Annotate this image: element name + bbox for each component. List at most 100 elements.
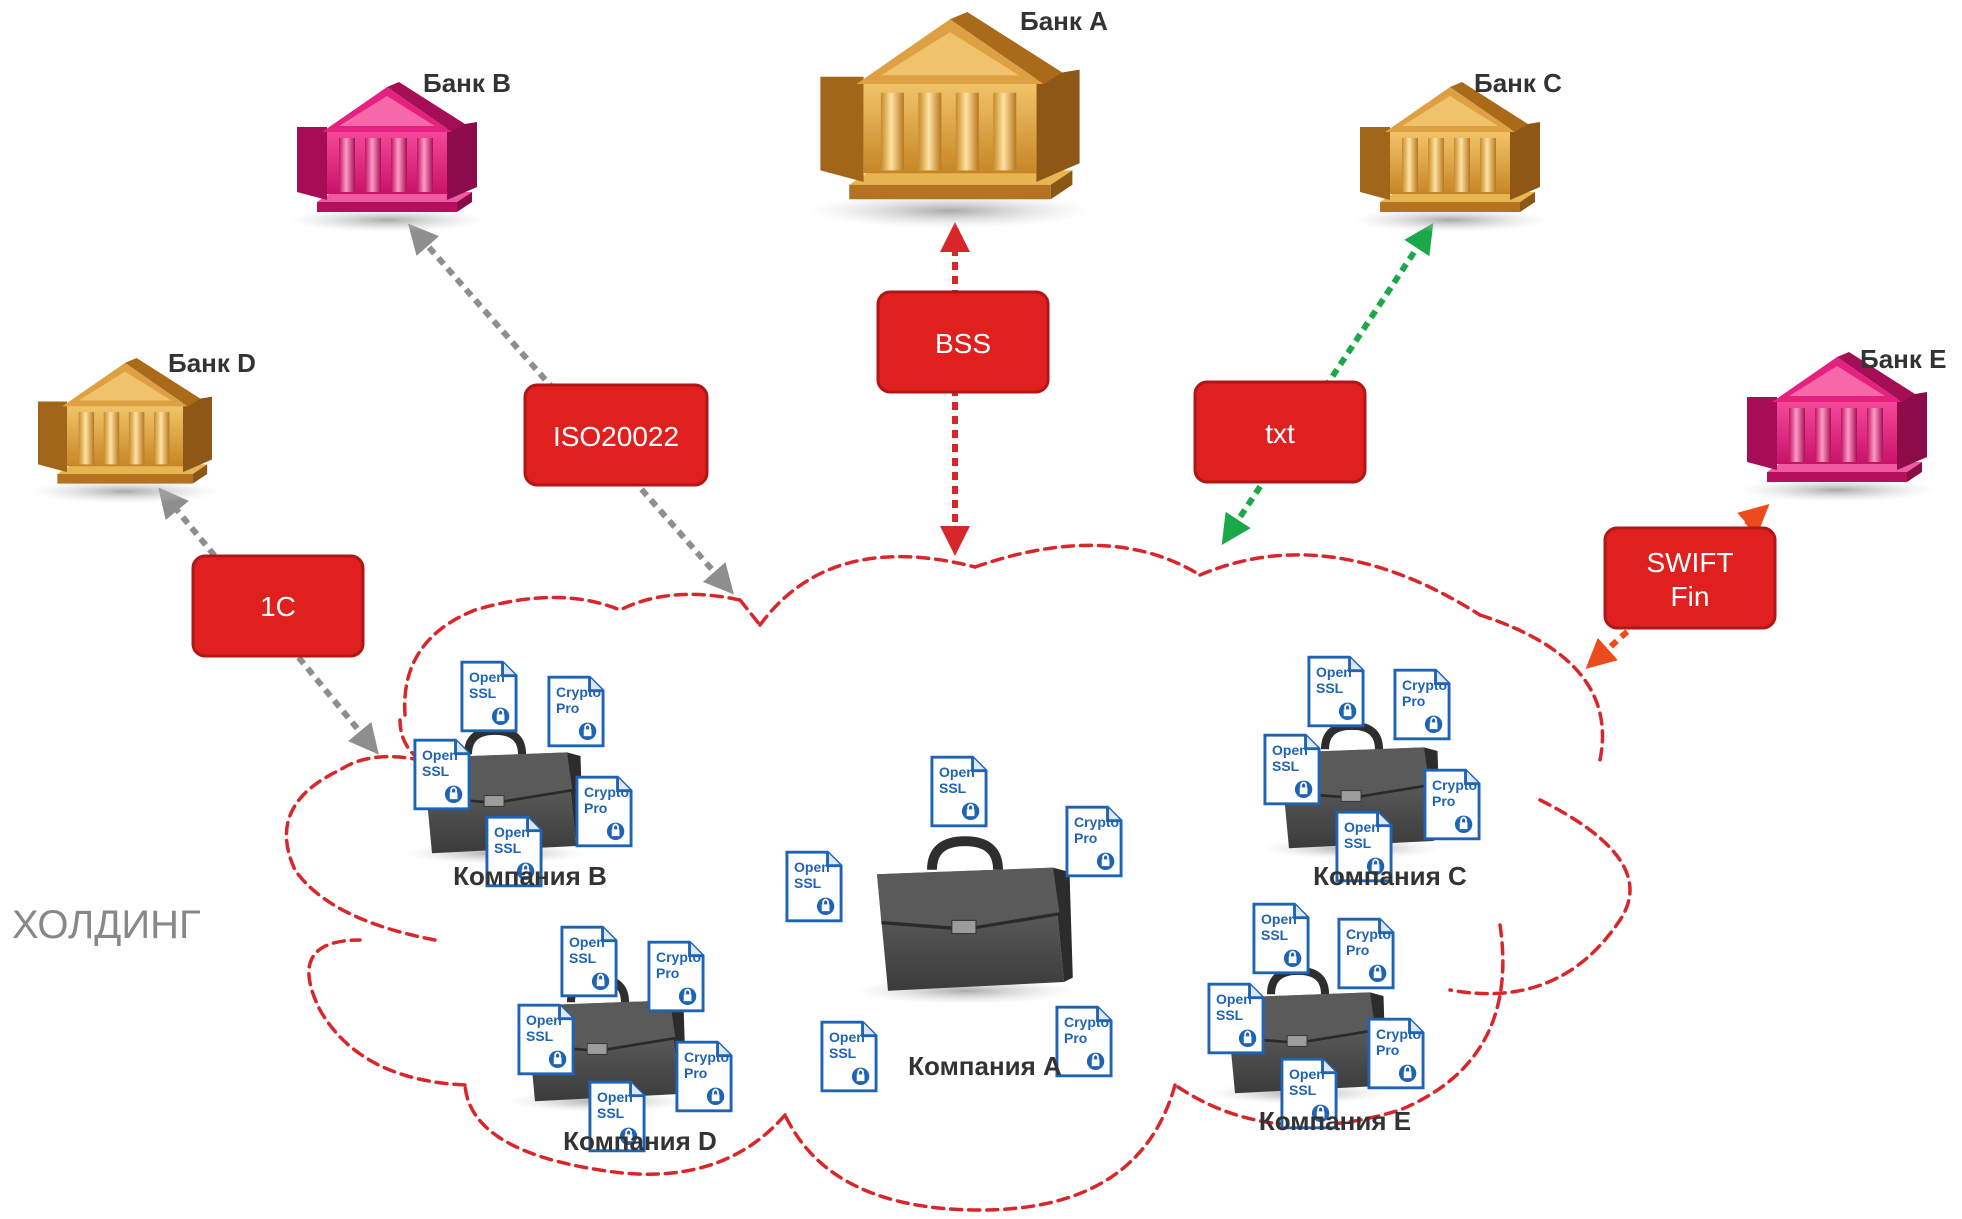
certificate-label: SSL: [526, 1028, 554, 1044]
certificate-label: Pro: [656, 965, 679, 981]
certificate-label: Open: [1272, 742, 1308, 758]
company-label: Компания C: [1313, 861, 1467, 891]
certificate-label: SSL: [829, 1045, 857, 1061]
company-label: Компания A: [908, 1051, 1062, 1081]
protocol-label: 1C: [260, 591, 296, 622]
certificate-label: Open: [469, 669, 505, 685]
bank-a: Банк A: [808, 6, 1108, 228]
certificate-label: SSL: [1316, 680, 1344, 696]
certificate-label: Open: [526, 1012, 562, 1028]
certificate-label: Crypto: [584, 784, 629, 800]
certificate-label: Pro: [1402, 693, 1425, 709]
bank-b: Банк B: [289, 68, 511, 232]
protocol-label: BSS: [935, 328, 991, 359]
certificate-label: SSL: [469, 685, 497, 701]
bank-label: Банк C: [1474, 68, 1562, 98]
certificate-label: SSL: [939, 780, 967, 796]
certificate-label: Open: [829, 1029, 865, 1045]
certificate-label: Pro: [1432, 793, 1455, 809]
certificate-label: SSL: [1261, 927, 1289, 943]
certificate-label: Open: [1261, 911, 1297, 927]
certificate-label: Pro: [584, 800, 607, 816]
protocol-1c: 1C: [191, 554, 365, 658]
certificate-label: Pro: [1376, 1042, 1399, 1058]
bank-e: Банк E: [1739, 344, 1946, 502]
certificate-label: Open: [494, 824, 530, 840]
protocol-swift-fin: SWIFT Fin: [1603, 526, 1777, 630]
protocol-label: ISO20022: [553, 421, 679, 452]
certificate-label: Open: [569, 934, 605, 950]
certificate-label: Open: [1216, 991, 1252, 1007]
protocol-txt: txt: [1193, 380, 1367, 484]
certificate-label: Open: [1344, 819, 1380, 835]
protocol-label: txt: [1265, 418, 1295, 449]
certificate-label: Pro: [1074, 830, 1097, 846]
bank-label: Банк D: [168, 348, 256, 378]
certificate-label: Open: [1289, 1066, 1325, 1082]
certificate-label: Crypto: [1432, 777, 1477, 793]
certificate-label: Crypto: [1346, 926, 1391, 942]
bank-building-icon: [1739, 352, 1935, 502]
company-label: Компания E: [1259, 1106, 1411, 1136]
company-label: Компания D: [563, 1126, 717, 1156]
protocol-label: Fin: [1671, 581, 1710, 612]
bank-label: Банк E: [1860, 344, 1946, 374]
certificate-label: SSL: [1289, 1082, 1317, 1098]
company-label: Компания B: [453, 861, 607, 891]
certificate-label: SSL: [1344, 835, 1372, 851]
certificate-label: Crypto: [1074, 814, 1119, 830]
certificate-label: Open: [794, 859, 830, 875]
certificate-label: SSL: [1216, 1007, 1244, 1023]
certificate-label: SSL: [494, 840, 522, 856]
certificate-label: SSL: [422, 763, 450, 779]
briefcase-icon: [855, 841, 1075, 1004]
certificate-label: Pro: [1346, 942, 1369, 958]
certificate-label: Open: [1316, 664, 1352, 680]
bank-building-icon: [1352, 82, 1548, 232]
certificate-label: Crypto: [1064, 1014, 1109, 1030]
bank-building-icon: [289, 82, 485, 232]
certificate-label: Open: [939, 764, 975, 780]
bank-building-icon: [30, 358, 220, 503]
bank-c: Банк C: [1352, 68, 1562, 232]
certificate-label: Crypto: [1376, 1026, 1421, 1042]
certificate-label: Open: [597, 1089, 633, 1105]
protocol-label: SWIFT: [1646, 547, 1733, 578]
certificate-label: SSL: [794, 875, 822, 891]
certificate-label: Crypto: [556, 684, 601, 700]
protocol-iso20022: ISO20022: [523, 383, 709, 487]
bank-label: Банк B: [423, 68, 511, 98]
protocol-bss: BSS: [876, 290, 1050, 394]
certificate-label: SSL: [597, 1105, 625, 1121]
bank-building-icon: [808, 12, 1092, 228]
bank-d: Банк D: [30, 348, 256, 503]
